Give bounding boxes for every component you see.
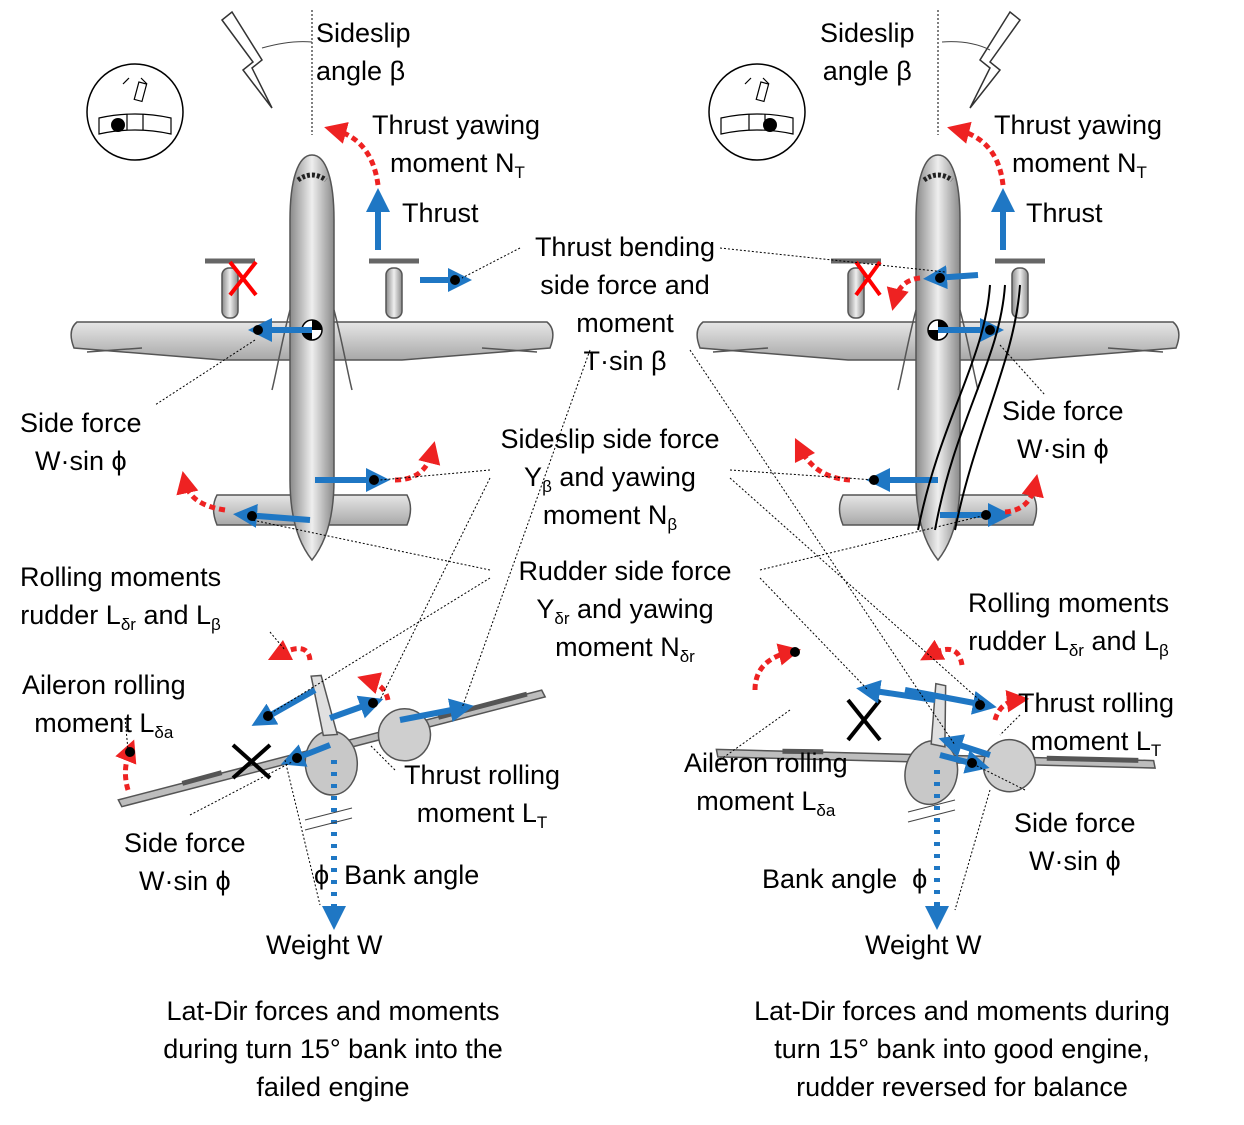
right-aircraft-top-view bbox=[697, 155, 1179, 560]
right-front-thrust-bending-arrow bbox=[938, 734, 991, 758]
left-front-failed-mark bbox=[231, 743, 272, 780]
rudder-side-force-label: Rudder side force Yδr and yawing moment … bbox=[518, 556, 732, 666]
left-sideslip-angle-arc bbox=[261, 41, 313, 49]
left-weight-label: Weight W bbox=[266, 930, 383, 960]
right-slip-indicator-icon bbox=[708, 63, 806, 161]
left-failed-engine-mark bbox=[228, 260, 258, 297]
left-thrust-label: Thrust bbox=[402, 198, 479, 228]
left-front-thrust-bending-arrow bbox=[399, 698, 474, 723]
right-rolling-moment-arrow bbox=[920, 639, 965, 666]
right-thrust-rolling-moment-arrow bbox=[992, 690, 1030, 721]
right-thrust-yawing-label: Thrust yawing moment NT bbox=[994, 110, 1163, 182]
right-rudder-yaw-moment-arrow bbox=[1004, 473, 1044, 515]
left-front-engine bbox=[377, 708, 432, 762]
right-aileron-rolling-moment-arrow bbox=[752, 643, 801, 691]
left-slip-ball bbox=[111, 118, 125, 132]
left-slip-indicator-icon bbox=[86, 63, 184, 161]
left-rolling-moment-arrow bbox=[267, 639, 313, 661]
right-front-sideslip-force-arrow bbox=[904, 687, 997, 715]
left-rolling-moments-label: Rolling moments rudder Lδr and Lβ bbox=[20, 562, 222, 634]
right-thrust-bending-moment-arrow bbox=[886, 275, 921, 311]
right-rolling-moments-label: Rolling moments rudder Lδr and Lβ bbox=[968, 588, 1170, 660]
right-slip-ball bbox=[763, 118, 777, 132]
right-airflow-lines bbox=[917, 284, 1021, 531]
right-thrust-rolling-label: Thrust rolling moment LT bbox=[1018, 688, 1175, 760]
left-aileron-rolling-moment-arrow bbox=[115, 739, 137, 791]
left-bank-reference bbox=[284, 759, 321, 906]
left-sideslip-yaw-moment-arrow bbox=[394, 441, 441, 483]
right-bank-angle-label: Bank angle ϕ bbox=[762, 864, 928, 894]
left-thrust-rolling-label: Thrust rolling moment LT bbox=[404, 760, 561, 832]
left-sideslip-wind-arrow bbox=[220, 10, 273, 109]
right-sideslip-yaw-moment-arrow bbox=[794, 437, 851, 483]
right-sideslip-angle-arc bbox=[941, 41, 991, 51]
right-failed-engine-mark bbox=[854, 260, 882, 297]
right-thrust-label: Thrust bbox=[1026, 198, 1103, 228]
right-front-failed-mark bbox=[846, 698, 882, 742]
right-aileron-label: Aileron rolling moment Lδa bbox=[684, 748, 848, 820]
left-rudder-yaw-moment-arrow bbox=[176, 471, 226, 513]
sideslip-side-force-label: Sideslip side force Yβ and yawing moment… bbox=[500, 424, 720, 534]
right-weight-label: Weight W bbox=[865, 930, 982, 960]
left-bank-angle-label: ϕ Bank angle bbox=[314, 860, 480, 890]
right-sideslip-wind-arrow bbox=[969, 10, 1022, 109]
left-thrust-yawing-label: Thrust yawing moment NT bbox=[372, 110, 541, 182]
leader-lines bbox=[124, 247, 1046, 816]
left-front-sideslip-force-arrow bbox=[328, 695, 384, 721]
right-bank-reference bbox=[954, 789, 991, 911]
left-aileron-label: Aileron rolling moment Lδa bbox=[22, 670, 186, 742]
right-front-rudder-force-arrow bbox=[856, 679, 936, 704]
left-thrust-rolling-moment-arrow bbox=[357, 672, 391, 701]
